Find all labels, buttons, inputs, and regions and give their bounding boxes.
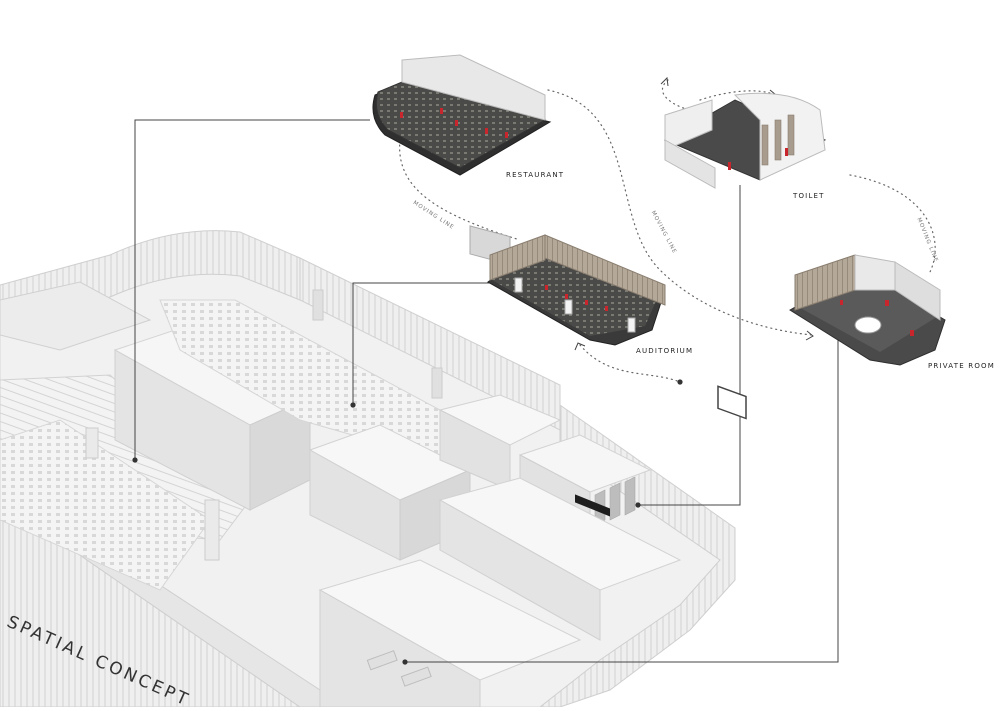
toilet-accent bbox=[728, 148, 788, 170]
toilet-module bbox=[663, 92, 827, 420]
front-block-front bbox=[439, 499, 601, 641]
toilet-label: TOILET bbox=[793, 192, 825, 200]
toilet-front-wall bbox=[664, 139, 716, 189]
auditorium-wood-wall bbox=[489, 234, 546, 281]
private-room-label: PRIVATE ROOM bbox=[928, 362, 995, 370]
moving-line-restaurant-auditorium bbox=[399, 139, 521, 241]
auditorium-column bbox=[564, 299, 573, 315]
private-room-accent bbox=[840, 300, 914, 336]
leader-line-restaurant bbox=[134, 119, 370, 460]
auditorium-column bbox=[514, 277, 523, 293]
auditorium-module bbox=[487, 234, 666, 517]
auditorium-accent-chairs bbox=[545, 285, 608, 311]
sofa bbox=[400, 666, 432, 687]
moving-line-restaurant-private bbox=[547, 89, 813, 336]
private-room-module bbox=[789, 254, 946, 366]
toilet-wood-partitions bbox=[761, 114, 795, 166]
east-facade-fins bbox=[539, 404, 736, 707]
moving-line-start-dot bbox=[677, 379, 683, 385]
leader-line-auditorium bbox=[352, 282, 490, 405]
dining-seating-area bbox=[0, 419, 211, 591]
restaurant-back-wall bbox=[401, 54, 546, 121]
private-room-back-wall bbox=[894, 261, 941, 321]
pillar bbox=[85, 427, 99, 459]
leader-line-toilet bbox=[638, 185, 741, 506]
auditorium-column bbox=[627, 317, 636, 333]
restaurant-module bbox=[372, 54, 552, 266]
restaurant-floor bbox=[375, 81, 547, 169]
private-room-side-wall bbox=[854, 254, 896, 291]
restaurant-accent-chairs bbox=[400, 108, 508, 138]
left-block bbox=[0, 281, 152, 351]
sofa bbox=[366, 650, 398, 671]
moving-line-toilet bbox=[661, 79, 701, 113]
column bbox=[312, 289, 324, 321]
toilet-mirror bbox=[717, 385, 747, 420]
round-table bbox=[854, 316, 882, 334]
moving-line-toilet-private bbox=[849, 174, 936, 273]
leader-lines bbox=[134, 119, 839, 663]
leader-dots bbox=[132, 402, 641, 665]
toilet-left-wall bbox=[664, 99, 713, 151]
main-building bbox=[0, 230, 736, 707]
restaurant-label: RESTAURANT bbox=[506, 171, 565, 179]
column bbox=[431, 367, 443, 399]
auditorium-side-wall bbox=[544, 234, 666, 306]
pillar bbox=[204, 499, 220, 561]
auditorium-label: AUDITORIUM bbox=[636, 347, 694, 355]
lower-block-front bbox=[319, 589, 481, 707]
auditorium-screen bbox=[575, 494, 610, 517]
auditorium-floor bbox=[492, 242, 660, 336]
leader-line-private-room bbox=[405, 335, 839, 663]
